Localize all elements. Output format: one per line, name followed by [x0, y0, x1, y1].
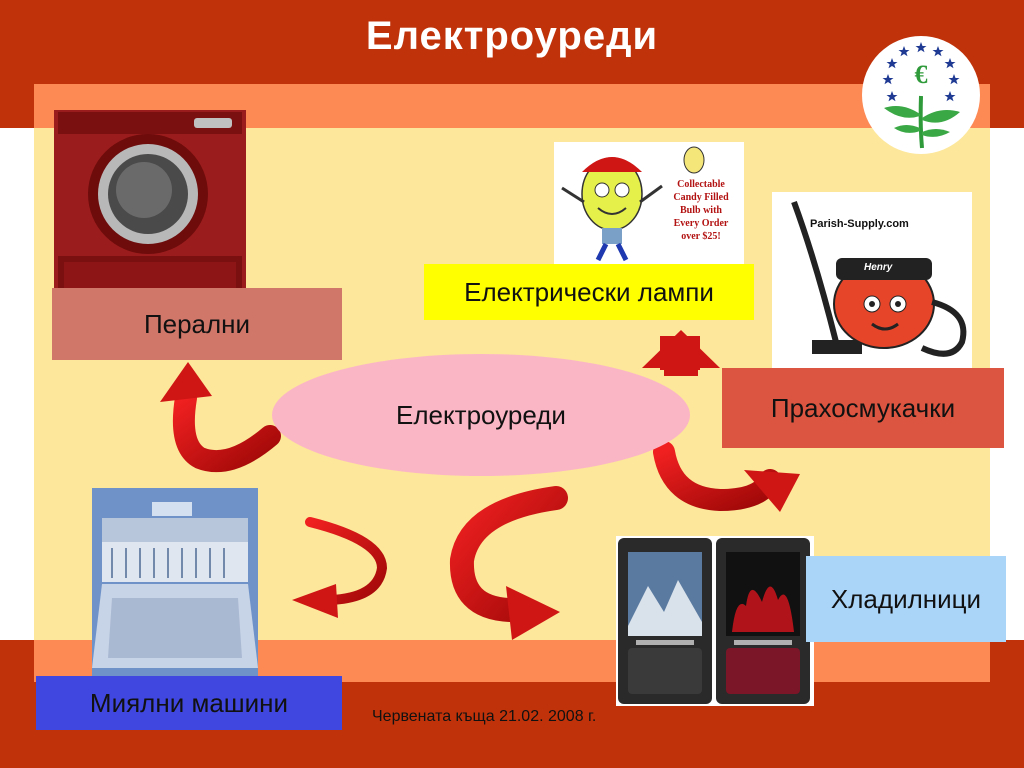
label-washing-machines: Перални	[52, 288, 342, 360]
bulb-ad-line: Every Order	[673, 218, 729, 229]
footer-text: Червената къща 21.02. 2008 г.	[372, 708, 597, 725]
vacuum-cleaner-image: Parish-Supply.com Henry	[772, 192, 972, 368]
slide-title: Електроуреди	[365, 14, 659, 58]
eu-ecolabel-flower-icon: €	[862, 36, 980, 154]
dishwasher-image	[92, 488, 258, 678]
bulb-ad-line: Collectable	[677, 179, 725, 190]
arrow-to-light-bulbs	[642, 330, 720, 376]
bulb-ad-line: Candy Filled	[673, 192, 729, 203]
arrow-to-vacuum-cleaners	[653, 441, 800, 512]
bulb-ad-line: Bulb with	[680, 205, 722, 216]
bulb-ad-line: over $25!	[681, 231, 721, 242]
svg-text:€: €	[915, 60, 928, 89]
label-dishwashers: Миялни машини	[36, 676, 342, 730]
light-bulb-ad-image: Collectable Candy Filled Bulb with Every…	[554, 142, 744, 266]
arrow-to-refrigerators	[449, 486, 568, 640]
arrow-to-washing-machines	[160, 362, 281, 473]
bulb-ad-text: Collectable Candy Filled Bulb with Every…	[658, 178, 744, 243]
vacuum-ad-brand: Henry	[864, 262, 893, 273]
refrigerators-image	[616, 536, 814, 706]
arrow-to-dishwashers	[292, 517, 388, 618]
washing-machine-image	[54, 110, 246, 298]
center-node	[272, 354, 690, 476]
center-node-label: Електроуреди	[396, 399, 566, 430]
vacuum-ad-site: Parish-Supply.com	[810, 218, 909, 230]
label-vacuum-cleaners: Прахосмукачки	[722, 368, 1004, 448]
label-refrigerators: Хладилници	[806, 556, 1006, 642]
label-light-bulbs: Електрически лампи	[424, 264, 754, 320]
bulb-ad-cap-text: LIBBY	[598, 152, 619, 159]
